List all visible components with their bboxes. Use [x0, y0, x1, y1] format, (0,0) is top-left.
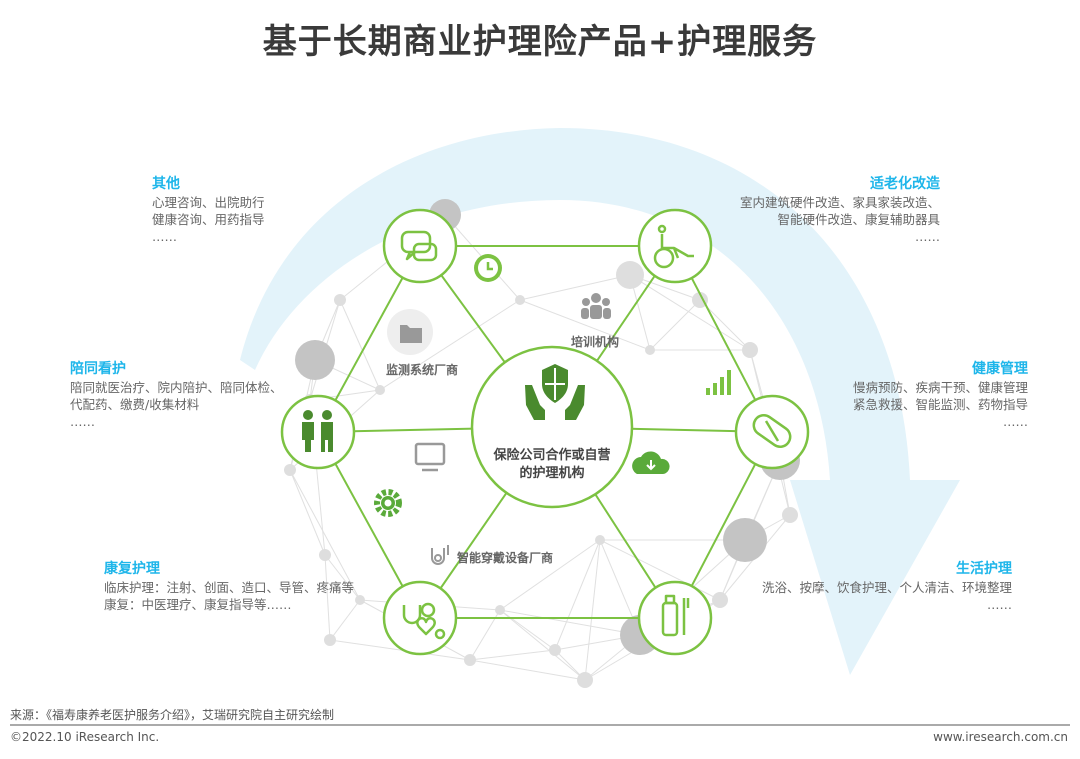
node-accompany: [280, 394, 356, 470]
pill-icon: [752, 414, 792, 448]
network-edge: [339, 299, 381, 391]
network-node: [515, 295, 525, 305]
chat-icon: [400, 230, 438, 262]
shield-hands-icon: [525, 364, 585, 420]
network-node: [742, 342, 758, 358]
footer-divider: [10, 724, 1070, 726]
block-other: 其他 心理咨询、出院助行健康咨询、用药指导……: [152, 176, 265, 244]
network-edge: [554, 539, 601, 651]
monitoring-label: 监测系统厂商: [386, 363, 459, 377]
center-node: [470, 345, 634, 509]
network-node: [324, 634, 336, 646]
clock-icon: [474, 254, 502, 282]
block-life: 生活护理 洗浴、按摩、饮食护理、个人清洁、环境整理……: [761, 561, 1012, 612]
network-edge: [499, 609, 586, 681]
network-node: [319, 549, 331, 561]
network-node: [549, 644, 561, 656]
doctor-stethoscope-icon: [402, 602, 446, 640]
block-rehab: 康复护理 临床护理：注射、创面、造口、导管、疼痛等康复：中医理疗、康复指导等……: [104, 561, 355, 612]
network-node: [692, 292, 708, 308]
network-node: [284, 464, 296, 476]
network-node: [295, 340, 335, 380]
network-edge: [469, 659, 586, 681]
node-aging: [637, 208, 713, 284]
wheelchair-icon: [653, 224, 694, 269]
network-node: [495, 605, 505, 615]
training-label: 培训机构: [571, 335, 620, 349]
network-node: [712, 592, 728, 608]
website: www.iresearch.com.cn: [933, 730, 1068, 744]
network-edge: [379, 299, 521, 391]
block-aging: 适老化改造 室内建筑硬件改造、家具家装改造、智能硬件改造、康复辅助器具……: [739, 176, 940, 244]
network-edge: [499, 609, 556, 651]
center-label: 保险公司合作或自营的护理机构: [493, 448, 611, 481]
network-node: [464, 654, 476, 666]
source-note: 来源：《福寿康养老医护服务介绍》，艾瑞研究院自主研究绘制: [10, 708, 335, 722]
block-health: 健康管理 慢病预防、疾病干预、健康管理紧急救援、智能监测、药物指导……: [852, 361, 1028, 429]
gear-icon: [374, 489, 402, 517]
network-edge: [329, 599, 361, 641]
people-icon: [581, 293, 611, 319]
network-node: [595, 535, 605, 545]
network-edge: [289, 469, 326, 556]
network-edge: [469, 649, 556, 661]
network-edge: [329, 639, 471, 661]
elderly-walking-icon: [302, 410, 333, 452]
network-edge: [629, 274, 751, 351]
network-edge: [599, 539, 721, 601]
wearable-icon: [431, 545, 449, 565]
network-edge: [649, 299, 701, 351]
network-edge: [499, 539, 601, 611]
network-edge: [519, 299, 651, 351]
network-node: [616, 261, 644, 289]
copyright: ©2022.10 iResearch Inc.: [10, 730, 160, 744]
node-other: [382, 208, 458, 284]
network-edge: [519, 274, 631, 301]
network-node: [375, 385, 385, 395]
network-node: [723, 518, 767, 562]
cloud-download-icon: [632, 451, 670, 474]
network-node: [577, 672, 593, 688]
network-edge: [584, 539, 601, 681]
network-edge: [289, 469, 361, 601]
network-edge: [324, 554, 331, 641]
monitor-icon: [414, 442, 446, 472]
network-node: [645, 345, 655, 355]
page-title: 基于长期商业护理险产品+护理服务: [262, 22, 818, 62]
cycle-arrow: [240, 128, 960, 675]
bar-chart-icon: [706, 370, 731, 395]
network-node: [782, 507, 798, 523]
network-edge: [324, 554, 361, 601]
node-life: [637, 580, 713, 656]
network-node: [334, 294, 346, 306]
block-accompany: 陪同看护 陪同就医治疗、院内陪护、陪同体检、代配药、缴费/收集材料……: [70, 361, 283, 429]
network-edge: [499, 609, 641, 636]
wearable-label: 智能穿戴设备厂商: [457, 551, 554, 565]
network-node: [355, 595, 365, 605]
toothpaste-icon: [661, 594, 690, 637]
folder-icon: [400, 325, 422, 343]
